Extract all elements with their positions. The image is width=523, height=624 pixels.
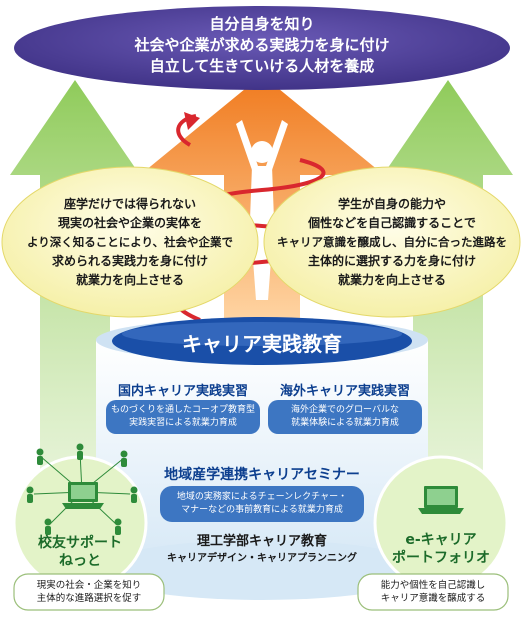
- right-bubble-shape: [263, 166, 521, 318]
- bubble-line: 座学だけでは得られない: [63, 197, 196, 211]
- bubble-line: 主体的に選択する力を身に付け: [307, 254, 476, 268]
- note-line: キャリア意識を醸成する: [380, 593, 486, 604]
- left-bubble-shape: [1, 166, 259, 318]
- portfolio-circle: [373, 455, 509, 591]
- note-line: 能力や個性を自己認識し: [380, 580, 486, 591]
- program-boxes: [106, 400, 422, 522]
- bubble-line: より深く知ることにより、社会や企業で: [26, 235, 234, 249]
- core-title: キャリア実践教育: [182, 332, 342, 356]
- faculty-subtitle: キャリアデザイン・キャリアプランニング: [167, 553, 357, 564]
- goal-line: 自立して生きていける人材を養成: [149, 57, 375, 75]
- program-desc-line: ものづくりを通したコーオプ教育型: [110, 405, 255, 415]
- overseas-title: 海外キャリア実践実習: [279, 384, 410, 399]
- right-bubble: 学生が自身の能力や 個性などを自己認識することで キャリア意識を醸成し、自分に合…: [274, 195, 510, 290]
- goal-line: 社会や企業が求める実践力を身に付け: [134, 36, 390, 54]
- program-desc-line: 海外企業でのグローバルな: [291, 405, 399, 415]
- alumni-note: 現実の社会・企業を知り 主体的な進路選択を促す: [14, 579, 164, 605]
- program-desc-line: マナーなどの事前教育による就業力育成: [181, 505, 343, 515]
- core-band: [112, 317, 412, 365]
- bubble-line: キャリア意識を醸成し、自分に合った進路を: [277, 235, 507, 249]
- portfolio-title: e-キャリア ポートフォリオ: [385, 531, 497, 567]
- note-boxes: [13, 573, 509, 611]
- bubble-line: 学生が自身の能力や: [337, 197, 446, 211]
- program-desc-line: 就業体験による就業力育成: [291, 418, 399, 428]
- goal-ellipse: [14, 6, 510, 90]
- left-bubble: 座学だけでは得られない 現実の社会や企業の実体を より深く知ることにより、社会や…: [12, 195, 248, 290]
- portfolio-note: 能力や個性を自己認識し キャリア意識を醸成する: [358, 579, 508, 605]
- bubble-line: 求められる実践力を身に付け: [51, 254, 208, 268]
- laptop-icon: [418, 486, 464, 514]
- note-line: 主体的な進路選択を促す: [36, 593, 142, 604]
- domestic-title: 国内キャリア実践実習: [117, 384, 248, 399]
- alumni-title-line: 校友サポート: [38, 535, 122, 551]
- overseas-desc: 海外企業でのグローバルな 就業体験による就業力育成: [268, 404, 422, 430]
- bubble-line: 就業力を向上させる: [337, 273, 446, 287]
- seminar-desc: 地域の実務家によるチェーンレクチャー・ マナーなどの事前教育による就業力育成: [160, 491, 364, 517]
- seminar-title: 地域産学連携キャリアセミナー: [164, 467, 360, 483]
- bubble-line: 現実の社会や企業の実体を: [57, 216, 202, 230]
- portfolio-title-line: ポートフォリオ: [392, 550, 490, 566]
- faculty-title: 理工学部キャリア教育: [196, 534, 327, 549]
- laptop-icon: [62, 482, 104, 509]
- alumni-title-line: ねっと: [59, 553, 101, 569]
- program-desc-line: 地域の実務家によるチェーンレクチャー・: [176, 492, 348, 502]
- domestic-desc: ものづくりを通したコーオプ教育型 実践実習による就業力育成: [106, 404, 260, 430]
- portfolio-title-line: e-キャリア: [405, 532, 477, 548]
- note-line: 現実の社会・企業を知り: [36, 580, 142, 591]
- program-desc-line: 実践実習による就業力育成: [129, 418, 237, 428]
- bubble-line: 就業力を向上させる: [75, 273, 184, 287]
- goal-line: 自分自身を知り: [209, 15, 315, 33]
- bubble-line: 個性などを自己認識することで: [308, 216, 476, 230]
- alumni-title: 校友サポート ねっと: [24, 534, 136, 570]
- person-icon: [236, 120, 288, 300]
- goal-text: 自分自身を知り 社会や企業が求める実践力を身に付け 自立して生きていける人材を養…: [62, 14, 462, 77]
